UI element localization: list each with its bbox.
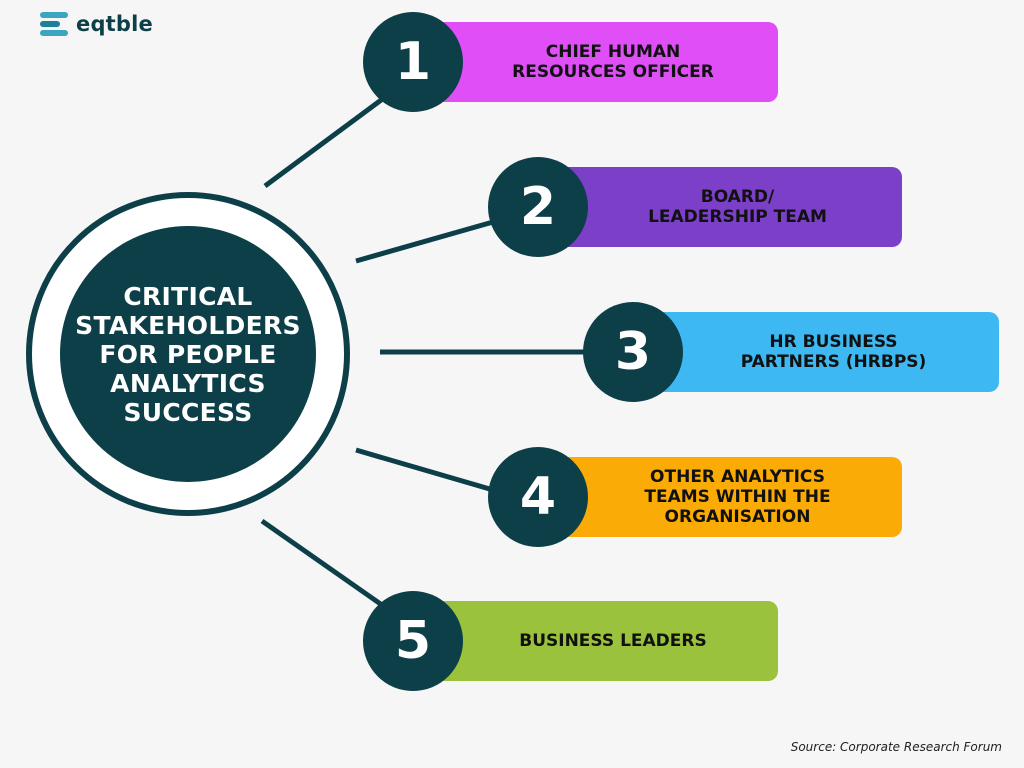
stakeholder-label-1: CHIEF HUMAN RESOURCES OFFICER (512, 42, 714, 82)
hub-circle: CRITICAL STAKEHOLDERS FOR PEOPLE ANALYTI… (60, 226, 316, 482)
number-badge-4: 4 (488, 447, 588, 547)
brand-name: eqtble (76, 12, 153, 36)
stakeholder-pill-3: HR BUSINESS PARTNERS (HRBPS) (632, 312, 999, 392)
stakeholder-pill-2: BOARD/ LEADERSHIP TEAM (537, 167, 902, 247)
stakeholder-label-5: BUSINESS LEADERS (519, 631, 707, 651)
number-badge-2: 2 (488, 157, 588, 257)
stakeholder-pill-4: OTHER ANALYTICS TEAMS WITHIN THE ORGANIS… (537, 457, 902, 537)
stakeholder-label-3: HR BUSINESS PARTNERS (HRBPS) (740, 332, 927, 372)
stakeholder-pill-1: CHIEF HUMAN RESOURCES OFFICER (412, 22, 778, 102)
stakeholder-pill-5: BUSINESS LEADERS (412, 601, 778, 681)
brand-logo: eqtble (38, 10, 153, 38)
badge-number-5: 5 (394, 611, 432, 671)
connector-line-2 (355, 217, 501, 264)
connector-line-5 (260, 518, 394, 615)
number-badge-5: 5 (363, 591, 463, 691)
connector-line-1 (263, 89, 394, 189)
stakeholder-label-2: BOARD/ LEADERSHIP TEAM (648, 187, 827, 227)
connector-line-4 (355, 447, 501, 495)
hub-title: CRITICAL STAKEHOLDERS FOR PEOPLE ANALYTI… (75, 281, 301, 427)
badge-number-2: 2 (519, 177, 557, 237)
number-badge-1: 1 (363, 12, 463, 112)
stakeholder-label-4: OTHER ANALYTICS TEAMS WITHIN THE ORGANIS… (644, 467, 831, 527)
badge-number-1: 1 (394, 32, 432, 92)
badge-number-4: 4 (519, 467, 557, 527)
stacked-lines-logo-icon (40, 12, 68, 36)
source-citation: Source: Corporate Research Forum (790, 740, 1002, 754)
number-badge-3: 3 (583, 302, 683, 402)
badge-number-3: 3 (614, 322, 652, 382)
